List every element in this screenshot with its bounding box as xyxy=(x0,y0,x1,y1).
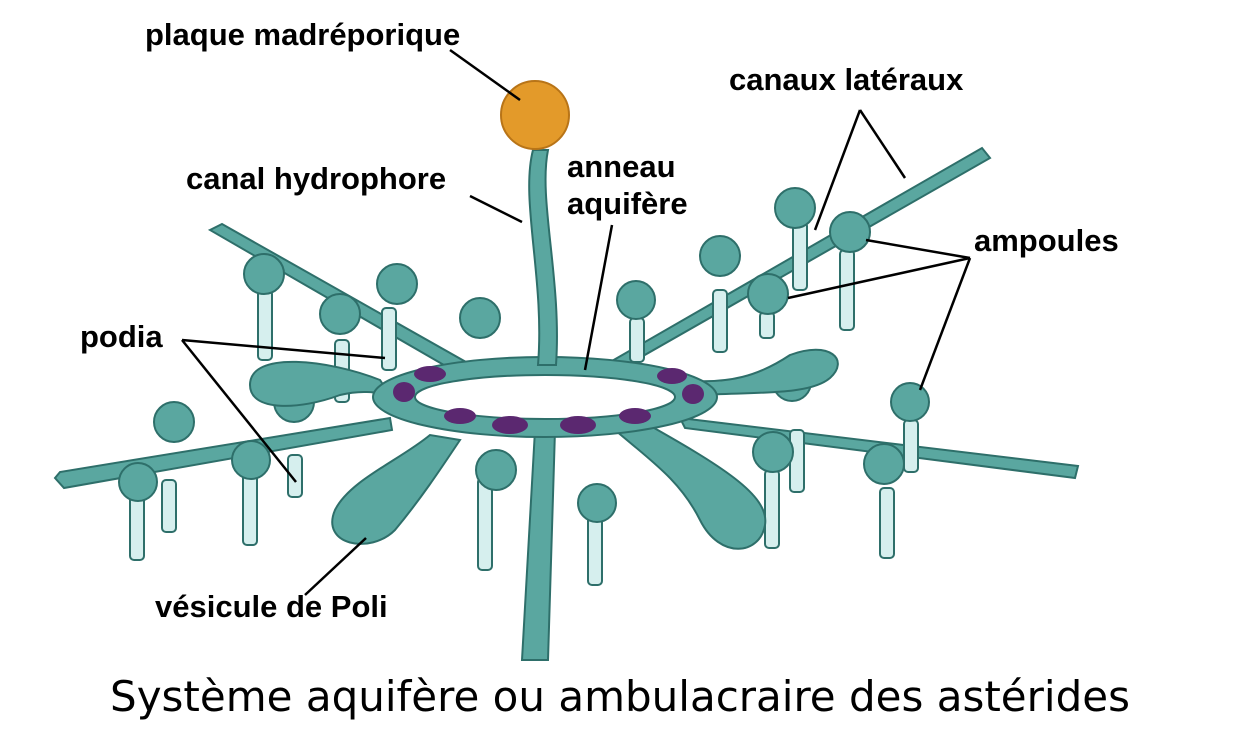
tiedemann-body xyxy=(657,368,687,384)
tiedemann-body xyxy=(619,408,651,424)
polian-vesicle xyxy=(248,360,393,407)
podium xyxy=(879,487,895,559)
leader-lateral-canal-1 xyxy=(813,109,862,231)
podium xyxy=(587,514,603,586)
tiedemann-body xyxy=(492,416,528,434)
polian-vesicle xyxy=(613,418,767,550)
leader-ampulla-1 xyxy=(865,238,971,260)
tiedemann-body xyxy=(682,384,704,404)
ampulla xyxy=(459,297,501,339)
ampulla xyxy=(153,401,195,443)
ampulla xyxy=(475,449,517,491)
ampulla xyxy=(774,187,816,229)
ampulla xyxy=(319,293,361,335)
tiedemann-bodies xyxy=(393,366,704,434)
ampulla xyxy=(752,431,794,473)
figure-caption: Système aquifère ou ambulacraire des ast… xyxy=(110,672,1130,721)
tiedemann-body xyxy=(560,416,596,434)
tiedemann-body xyxy=(444,408,476,424)
label-stone-canal: canal hydrophore xyxy=(186,161,447,196)
radial-canal-bottom xyxy=(520,429,557,661)
label-ring-canal-line1: anneau xyxy=(567,149,676,184)
leader-lateral-canal-2 xyxy=(858,109,907,179)
leader-madreporite xyxy=(449,48,521,102)
leader-ampulla-3 xyxy=(918,257,972,391)
leader-lines xyxy=(181,48,972,596)
polian-vesicle xyxy=(331,433,462,545)
podium xyxy=(257,289,273,361)
ring-canal-lumen xyxy=(414,374,676,420)
label-ampullae: ampoules xyxy=(974,223,1119,258)
podia-group xyxy=(118,187,930,586)
podium xyxy=(764,469,780,549)
leader-podia-1 xyxy=(181,338,386,360)
stone-canal xyxy=(528,149,558,366)
podium xyxy=(759,311,775,339)
tiedemann-body xyxy=(414,366,446,382)
madreporite xyxy=(500,80,570,150)
ampulla xyxy=(747,273,789,315)
ampulla xyxy=(616,280,656,320)
podium xyxy=(903,419,919,473)
label-lateral-canals: canaux latéraux xyxy=(729,62,964,97)
label-madreporite: plaque madréporique xyxy=(145,17,461,52)
leader-polian-vesicle xyxy=(304,537,367,596)
ampulla xyxy=(699,235,741,277)
podium xyxy=(161,479,177,533)
ampulla xyxy=(118,462,158,502)
radial-canal-left xyxy=(53,416,394,490)
podium xyxy=(789,429,805,493)
podium xyxy=(712,289,728,353)
label-polian-vesicle: vésicule de Poli xyxy=(155,589,388,624)
podium xyxy=(477,477,493,571)
leader-stone-canal xyxy=(469,194,523,224)
ampulla xyxy=(890,382,930,422)
polian-vesicle xyxy=(676,348,839,397)
podium xyxy=(792,221,808,291)
podium xyxy=(242,469,258,546)
ampulla xyxy=(577,483,617,523)
polian-vesicles xyxy=(248,348,839,550)
leader-ring-canal xyxy=(583,224,614,371)
ampulla xyxy=(243,253,285,295)
leader-podia-2 xyxy=(181,339,297,483)
tiedemann-body xyxy=(393,382,415,402)
ampulla xyxy=(829,211,871,253)
podium xyxy=(287,454,303,498)
label-podia: podia xyxy=(80,319,163,354)
ampulla xyxy=(231,440,271,480)
leader-ampulla-2 xyxy=(787,256,971,300)
podium xyxy=(381,307,397,371)
ampulla xyxy=(863,443,905,485)
podium xyxy=(839,249,855,331)
label-ring-canal-line2: aquifère xyxy=(567,186,688,221)
podium xyxy=(629,317,645,363)
ampulla xyxy=(376,263,418,305)
